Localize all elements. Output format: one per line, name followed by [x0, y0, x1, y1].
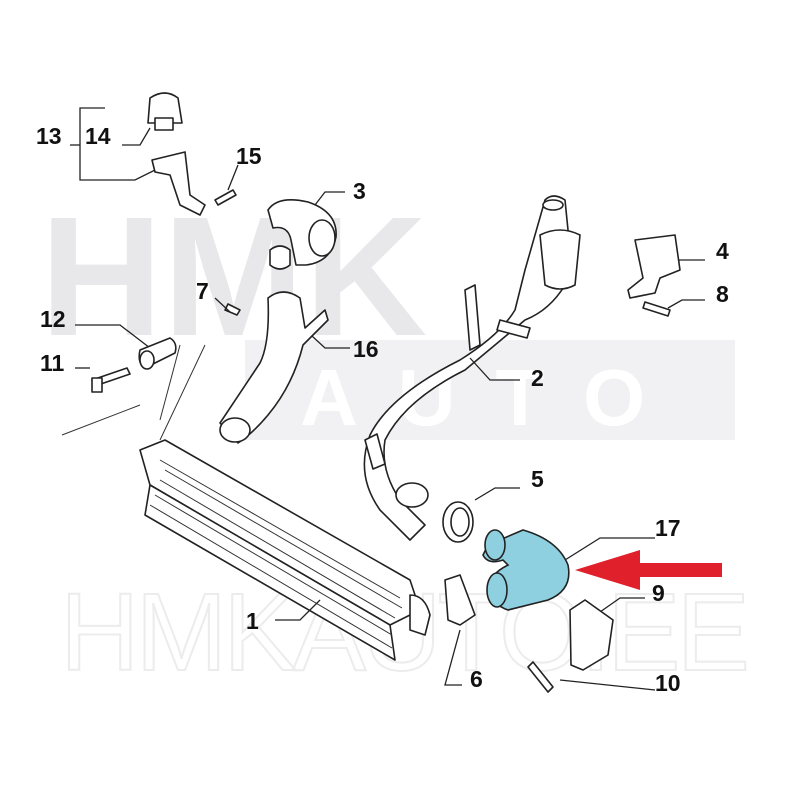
callout-15: 15: [236, 143, 262, 169]
callout-5: 5: [531, 466, 544, 492]
callout-10: 10: [655, 670, 681, 696]
part-1-intercooler: [139, 439, 431, 661]
callout-2: 2: [531, 365, 544, 391]
part-5-clamp: [442, 487, 520, 543]
part-9-10-cover-bolt: [527, 597, 656, 693]
watermark-sub: AUTO: [300, 353, 685, 442]
callout-17: 17: [655, 515, 681, 541]
part-2-pipe: [363, 195, 581, 541]
part-4-bracket: [627, 234, 705, 317]
callout-11: 11: [40, 350, 65, 376]
part-bracket-clamp: [70, 92, 239, 216]
callout-12: 12: [40, 306, 66, 332]
callout-16: 16: [353, 336, 379, 362]
callout-9: 9: [652, 580, 665, 606]
part-6-clamp: [444, 574, 476, 686]
callout-3: 3: [353, 178, 366, 204]
callout-8: 8: [716, 281, 729, 307]
callout-13: 13: [36, 123, 62, 149]
callout-14: 14: [85, 123, 111, 149]
part-16-pipe: [214, 291, 350, 444]
part-11-12-bolt-bushing: [61, 324, 206, 441]
part-17-hose-highlighted: [482, 529, 655, 611]
callout-1: 1: [246, 608, 259, 634]
callout-6: 6: [470, 666, 483, 692]
part-3-elbow: [267, 191, 345, 270]
callout-7: 7: [196, 278, 209, 304]
highlight-arrow: [575, 550, 722, 590]
callout-4: 4: [716, 238, 729, 264]
